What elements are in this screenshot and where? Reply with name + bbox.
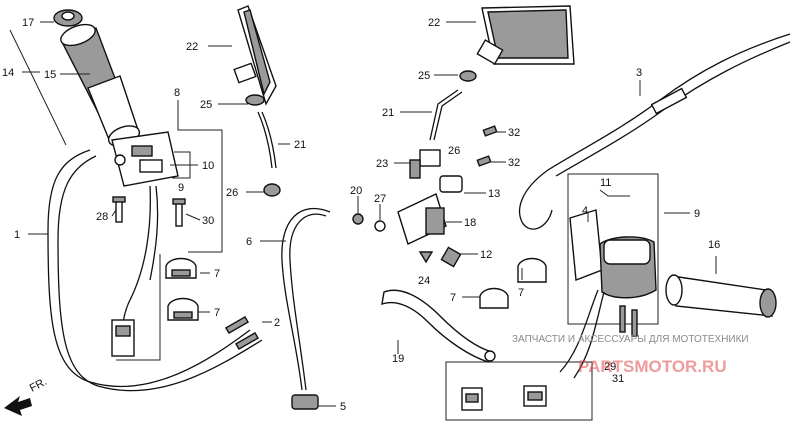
lever-tip [484, 350, 496, 362]
holder-13-part [439, 175, 463, 193]
right-switch-housing [569, 209, 657, 299]
part-number-label-p9b: 9 [694, 208, 700, 220]
cable-adjuster [650, 87, 688, 115]
leader-lines [9, 21, 717, 407]
part-number-label-p30: 30 [202, 215, 214, 227]
part-number-label-p19: 19 [392, 353, 404, 365]
part-number-label-p6: 6 [246, 236, 252, 248]
mirror-stem-right-2 [433, 91, 463, 141]
part-number-label-p21a: 21 [294, 139, 306, 151]
clamp-part-center-1 [479, 287, 509, 309]
part-number-label-p7b: 7 [214, 307, 220, 319]
part-number-label-p5: 5 [340, 401, 346, 413]
part-number-label-p31: 31 [612, 373, 624, 385]
part-number-label-p18: 18 [464, 217, 476, 229]
front-direction-arrow-icon [4, 396, 32, 416]
holder-26-part [419, 149, 441, 167]
throttle-grip-part [60, 23, 141, 147]
part-number-label-p7a: 7 [214, 268, 220, 280]
cable-3b [555, 41, 791, 177]
mirror-stem-left-2 [261, 111, 277, 169]
part-number-label-p25a: 25 [200, 99, 212, 111]
part-number-label-p11: 11 [600, 177, 611, 189]
screw-32-upper [482, 125, 498, 137]
right-switch-wire-2 [573, 291, 605, 379]
part-number-label-p4: 4 [582, 205, 588, 217]
connector-pin [115, 325, 131, 337]
mirror-stem-left [257, 111, 273, 169]
part-number-label-p29: 29 [604, 361, 616, 373]
screws-29-31 [619, 305, 638, 337]
part-number-label-p20: 20 [350, 185, 362, 197]
part-number-label-p9a: 9 [178, 182, 184, 194]
part-number-label-p17: 17 [22, 17, 34, 29]
part-number-label-p2: 2 [274, 317, 280, 329]
throttle-cable-1 [47, 149, 251, 388]
watermark-text: ЗАПЧАСТИ И АКСЕССУАРЫ ДЛЯ МОТОТЕХНИКИ [512, 334, 749, 345]
part-number-label-p10: 10 [202, 160, 214, 172]
right-switch-wire [559, 289, 599, 373]
clamp-part-left-2 [167, 297, 199, 321]
part-number-label-p27: 27 [374, 193, 386, 205]
throttle-cable-2 [57, 155, 263, 392]
part-number-label-p22b: 22 [428, 17, 440, 29]
cable-boot-5 [291, 394, 319, 410]
part-number-label-p24: 24 [418, 275, 430, 287]
switch-12-part [440, 246, 462, 268]
screw-24-part [418, 251, 434, 264]
part-number-label-p8: 8 [174, 87, 180, 99]
part-number-label-p23: 23 [376, 158, 388, 170]
brake-bracket-part [397, 193, 447, 245]
washer-27-part [374, 220, 386, 232]
screw-32-lower [476, 155, 492, 167]
direction-label: FR. [28, 376, 49, 395]
throttle-grip-16 [665, 274, 777, 318]
part-number-label-p25b: 25 [418, 70, 430, 82]
part-number-label-p16: 16 [708, 239, 720, 251]
watermark-logo: PARTSMOTOR.RU [578, 357, 727, 376]
cable-3 [518, 33, 791, 230]
part-number-label-p28: 28 [96, 211, 108, 223]
mirror-nut-25-left [245, 94, 265, 106]
switch-wire-2 [149, 185, 159, 281]
left-mirror-part [233, 5, 277, 106]
screw-28-part [112, 196, 126, 223]
part-number-label-p26a: 26 [226, 187, 238, 199]
screw-23-part [409, 159, 421, 179]
part-number-label-p14: 14 [2, 67, 14, 79]
switch-group-box [567, 173, 659, 325]
part-number-label-p13: 13 [488, 188, 500, 200]
right-connector-part [461, 385, 547, 411]
part-number-label-p1: 1 [14, 229, 20, 241]
part-number-label-p12: 12 [480, 249, 492, 261]
part-number-label-p32a: 32 [508, 127, 520, 139]
clamp-part-left-1 [165, 257, 197, 279]
cable-end-fitting [225, 315, 259, 351]
part-number-label-p22a: 22 [186, 41, 198, 53]
part-number-label-p21b: 21 [382, 107, 394, 119]
right-mirror-part [476, 5, 575, 65]
part-number-label-p15: 15 [44, 69, 56, 81]
switch-housing-part [111, 131, 179, 187]
part-number-label-p32b: 32 [508, 157, 520, 169]
mirror-stem-right [429, 89, 459, 141]
grip-end-part [53, 9, 83, 27]
connector-group-box [445, 361, 593, 421]
bolt-20-part [352, 213, 364, 225]
part-number-label-p7c: 7 [450, 292, 456, 304]
part-number-label-p26b: 26 [448, 145, 460, 157]
clutch-cable-6b [289, 213, 327, 391]
mirror-nut-26-left [263, 183, 281, 197]
mirror-nut-25-right [459, 70, 477, 82]
clutch-cable-6 [281, 207, 331, 391]
screw-30-part [172, 198, 186, 227]
clamp-part-center-2 [517, 257, 547, 283]
part-number-label-p7d: 7 [518, 287, 524, 299]
part-number-label-p3: 3 [636, 67, 642, 79]
